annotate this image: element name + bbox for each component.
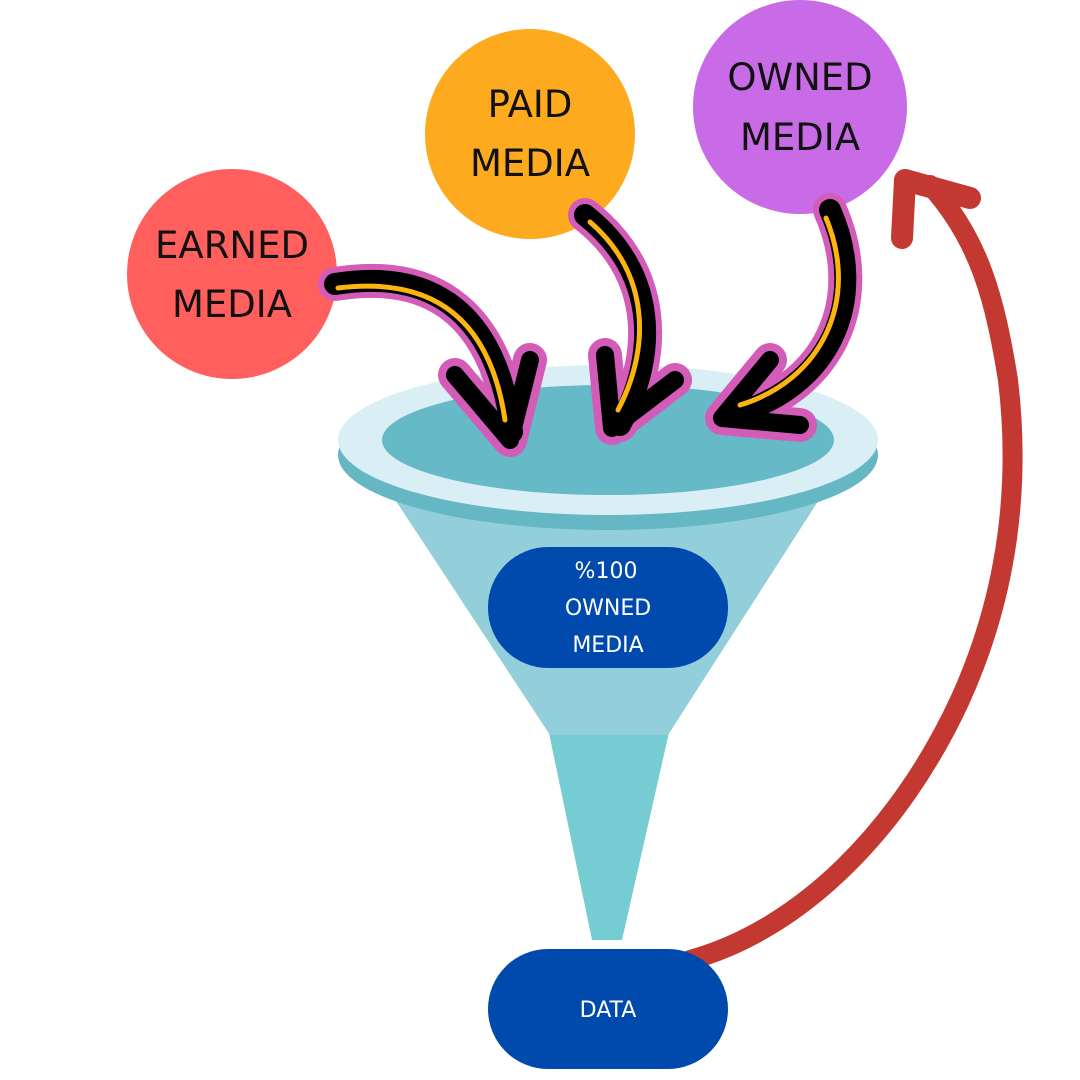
data-pill-shape [488, 949, 728, 1069]
owned-media-pill-line-1: %100 [575, 559, 638, 584]
paid-media-line-1: PAID [488, 83, 573, 126]
owned-media-line-1: OWNED [727, 56, 872, 99]
source-earned-media: EARNED MEDIA [127, 169, 337, 379]
feedback-arrow [680, 169, 1023, 970]
paid-media-line-2: MEDIA [470, 142, 590, 185]
earned-media-circle [127, 169, 337, 379]
owned-media-line-2: MEDIA [740, 116, 860, 159]
source-owned-media: OWNED MEDIA [693, 0, 907, 214]
owned-media-pill-line-2: OWNED [565, 596, 651, 621]
data-pill-label: DATA [580, 998, 637, 1023]
earned-media-line-1: EARNED [155, 224, 309, 267]
funnel-spout [548, 728, 670, 940]
source-paid-media: PAID MEDIA [425, 29, 635, 239]
feedback-arrow-shaft [680, 175, 1023, 970]
feedback-arrow-head [891, 169, 981, 249]
earned-media-line-2: MEDIA [172, 283, 292, 326]
owned-media-pill-shape [488, 547, 728, 668]
owned-media-circle [693, 0, 907, 214]
data-pill: DATA [488, 949, 728, 1069]
earned-media-arrow [318, 263, 547, 457]
paid-media-arrow [568, 198, 692, 445]
owned-media-pill: %100 OWNED MEDIA [488, 547, 728, 668]
owned-media-pill-line-3: MEDIA [572, 633, 643, 658]
owned-media-arrow [705, 193, 863, 442]
paid-media-circle [425, 29, 635, 239]
